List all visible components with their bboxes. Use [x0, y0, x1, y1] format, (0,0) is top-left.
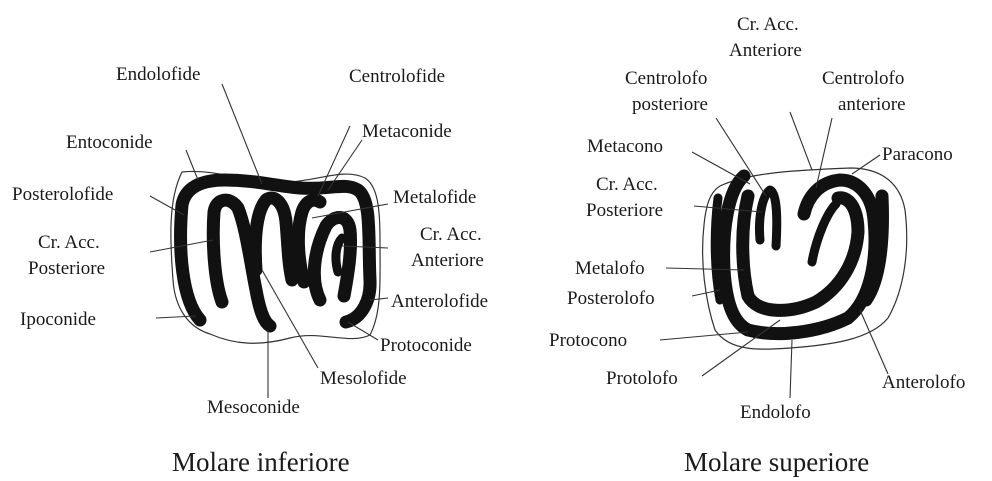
label-anterolofo: Anterolofo [882, 372, 965, 393]
label-mesoconide: Mesoconide [207, 397, 300, 418]
label-posterolofo: Posterolofo [567, 288, 655, 309]
label-cr-acc-anteriore-sup-1: Cr. Acc. [737, 14, 799, 35]
label-centrolofide: Centrolofide [349, 66, 445, 87]
label-centrolofo-anteriore-1: Centrolofo [822, 68, 904, 89]
lead-anterolofo [860, 310, 888, 374]
label-metacono: Metacono [587, 136, 663, 157]
caption-molare-superiore: Molare superiore [684, 447, 869, 477]
lead-paracono [852, 155, 880, 174]
lead-endolofo [790, 340, 792, 398]
label-protoconide: Protoconide [380, 335, 472, 356]
lead-protocono [660, 332, 748, 340]
label-cr-acc-posteriore-sup-2: Posteriore [586, 200, 663, 221]
lead-endolofide [222, 84, 262, 184]
label-cr-acc-anteriore-2: Anteriore [411, 250, 484, 271]
label-anterolofide: Anterolofide [391, 291, 488, 312]
lead-cr-acc-anteriore-sup [790, 112, 812, 170]
label-cr-acc-posteriore-sup-1: Cr. Acc. [596, 174, 658, 195]
label-centrolofo-posteriore-2: posteriore [632, 94, 708, 115]
upper-ridge-metacono [759, 190, 776, 246]
label-cr-acc-posteriore-2: Posteriore [28, 258, 105, 279]
label-cr-acc-posteriore-1: Cr. Acc. [38, 232, 100, 253]
lower-molar-figure: Endolofide Centrolofide Metaconide Entoc… [12, 64, 488, 477]
lower-ridge-inner-2 [255, 198, 292, 280]
label-mesolofide: Mesolofide [320, 368, 407, 389]
label-endolofo: Endolofo [740, 402, 811, 423]
label-paracono: Paracono [882, 144, 953, 165]
label-metaconide: Metaconide [362, 121, 452, 142]
label-protolofo: Protolofo [606, 368, 678, 389]
label-entoconide: Entoconide [66, 132, 153, 153]
label-centrolofo-posteriore-1: Centrolofo [625, 68, 707, 89]
label-cr-acc-anteriore-sup-2: Anteriore [729, 40, 802, 61]
upper-molar-figure: Cr. Acc. Anteriore Centrolofo posteriore… [549, 14, 965, 477]
lead-entoconide [186, 150, 198, 180]
label-protocono: Protocono [549, 330, 627, 351]
caption-molare-inferiore: Molare inferiore [172, 447, 350, 477]
label-cr-acc-anteriore-1: Cr. Acc. [420, 224, 482, 245]
lead-metalofo [666, 268, 744, 270]
upper-ridge-posterolofo [715, 198, 720, 300]
label-ipoconide: Ipoconide [20, 309, 96, 330]
label-metalofide: Metalofide [393, 187, 476, 208]
lower-ridge-anterolofide [336, 238, 342, 272]
label-endolofide: Endolofide [116, 64, 200, 85]
label-posterolofide: Posterolofide [12, 184, 113, 205]
upper-ridge-centrolofo [812, 204, 836, 262]
label-metalofo: Metalofo [575, 258, 645, 279]
label-centrolofo-anteriore-2: anteriore [838, 94, 906, 115]
